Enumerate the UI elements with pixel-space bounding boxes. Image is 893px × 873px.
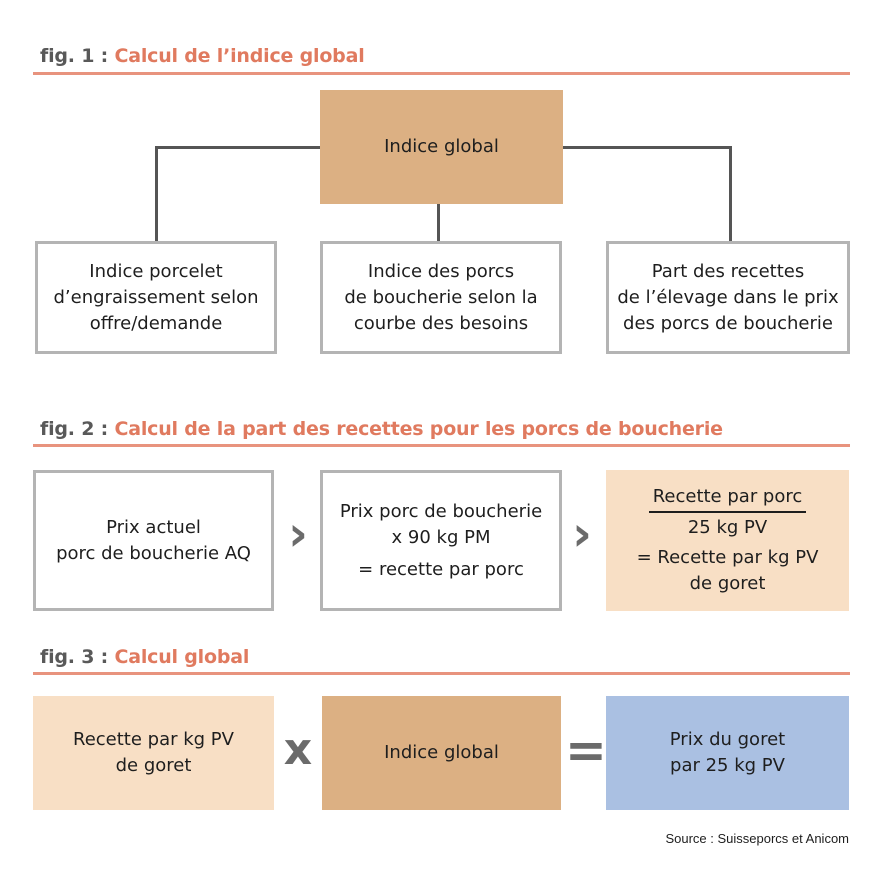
prix-porc-line: Prix porc de boucherie — [339, 500, 543, 522]
fraction-denominator: 25 kg PV — [687, 517, 768, 538]
fig1-heading: fig. 1 : Calcul de l’indice global — [40, 44, 365, 68]
child-box-line: de l’élevage dans le prix — [617, 286, 839, 308]
child-box-line: courbe des besoins — [353, 312, 529, 334]
fig1-label: fig. 1 : — [40, 45, 109, 67]
fraction-numerator: Recette par porc — [648, 484, 807, 513]
child-box-porcelet: Indice porcelet d’engraissement selon of… — [35, 241, 277, 354]
source-note: Source : Suisseporcs et Anicom — [665, 831, 849, 846]
equals-icon: = — [565, 721, 607, 779]
indice-global-label: Indice global — [384, 136, 499, 157]
child-box-line: Part des recettes — [651, 260, 805, 282]
child-box-line: de boucherie selon la — [344, 286, 538, 308]
connector-right-v — [729, 146, 732, 243]
recette-kg-box: Recette par kg PV de goret — [33, 696, 274, 810]
fraction-result: = Recette par kg PV — [636, 547, 819, 568]
prix-actuel-box: Prix actuel porc de boucherie AQ — [33, 470, 274, 611]
fig2-rule — [33, 444, 850, 447]
child-box-line: Indice porcelet — [89, 260, 223, 282]
fraction-result: de goret — [689, 573, 766, 594]
arrow-right-icon: › — [288, 506, 308, 562]
prix-porc-line: x 90 kg PM — [391, 526, 491, 548]
child-box-line: Indice des porcs — [367, 260, 515, 282]
fig2-label: fig. 2 : — [40, 418, 109, 440]
fig1-title: Calcul de l’indice global — [114, 45, 365, 67]
prix-goret-line: par 25 kg PV — [670, 755, 785, 776]
connector-center-v — [437, 203, 440, 243]
prix-porc-box: Prix porc de boucherie x 90 kg PM = rece… — [320, 470, 562, 611]
child-box-line: offre/demande — [89, 312, 223, 334]
indice-global-factor-label: Indice global — [384, 742, 499, 763]
multiply-icon: x — [283, 724, 313, 775]
child-box-line: d’engraissement selon — [53, 286, 259, 308]
fig3-title: Calcul global — [114, 646, 250, 668]
fig3-heading: fig. 3 : Calcul global — [40, 645, 249, 669]
child-box-line: des porcs de boucherie — [623, 312, 833, 334]
fig3-rule — [33, 672, 850, 675]
fig2-heading: fig. 2 : Calcul de la part des recettes … — [40, 417, 723, 441]
recette-kg-line: de goret — [115, 755, 192, 776]
fig2-title: Calcul de la part des recettes pour les … — [114, 418, 723, 440]
prix-goret-box: Prix du goret par 25 kg PV — [606, 696, 849, 810]
connector-right-h — [562, 146, 732, 149]
indice-global-factor-box: Indice global — [322, 696, 561, 810]
prix-actuel-line: Prix actuel — [106, 516, 201, 538]
fig1-rule — [33, 72, 850, 75]
fig3-label: fig. 3 : — [40, 646, 109, 668]
child-box-porcs: Indice des porcs de boucherie selon la c… — [320, 241, 562, 354]
connector-left-v — [155, 146, 158, 243]
recette-kg-line: Recette par kg PV — [73, 729, 234, 750]
child-box-recettes: Part des recettes de l’élevage dans le p… — [606, 241, 850, 354]
recette-fraction-box: Recette par porc 25 kg PV = Recette par … — [606, 470, 849, 611]
prix-goret-line: Prix du goret — [669, 729, 786, 750]
arrow-right-icon: › — [572, 506, 592, 562]
prix-actuel-line: porc de boucherie AQ — [56, 542, 251, 564]
connector-left-h — [155, 146, 320, 149]
prix-porc-line: = recette par porc — [358, 558, 524, 580]
indice-global-box: Indice global — [320, 90, 563, 204]
